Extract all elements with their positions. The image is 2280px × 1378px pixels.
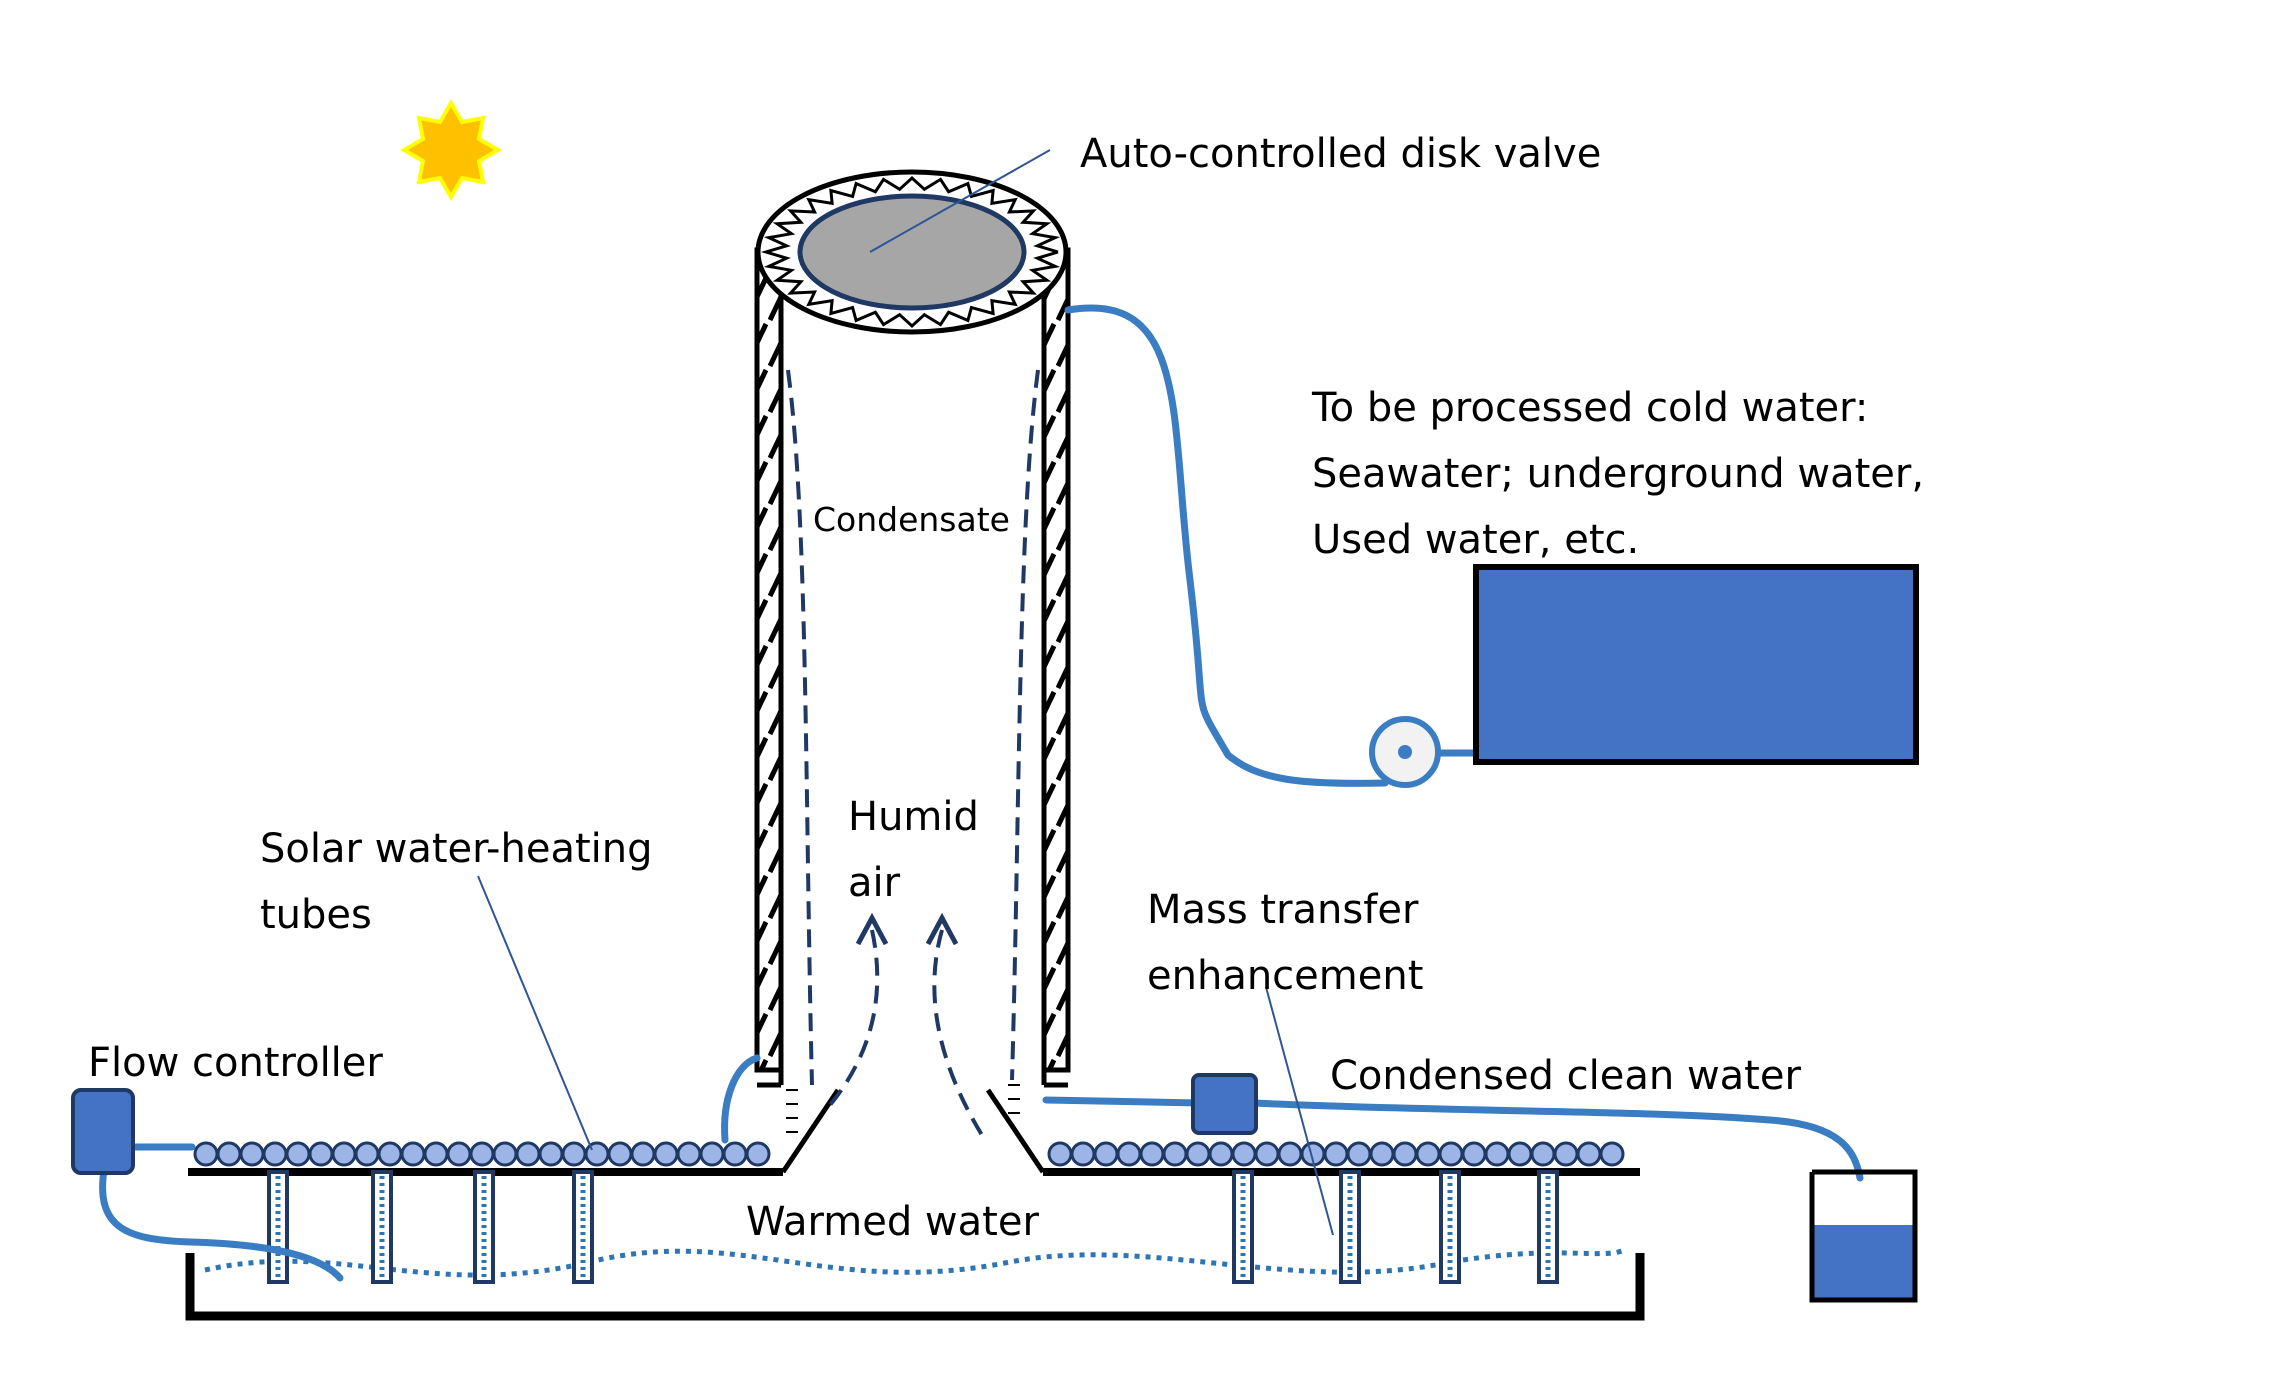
solar-tube: [331, 1141, 357, 1167]
solar-tube: [1576, 1141, 1602, 1167]
funnel-left: [780, 1088, 841, 1174]
solar-tube: [354, 1141, 380, 1167]
cold-water-label-line-2: Seawater; underground water,: [1312, 451, 1925, 497]
tower-left-wall: [754, 247, 784, 1073]
solar-tube: [1116, 1141, 1142, 1167]
disk-valve-label: Auto-controlled disk valve: [1080, 131, 1602, 177]
solar-tube: [607, 1141, 633, 1167]
solar-tube: [699, 1141, 725, 1167]
mass-transfer-label-line-1: Mass transfer: [1147, 887, 1419, 933]
flow-controller-icon[interactable]: [71, 1088, 135, 1175]
solar-tube: [423, 1141, 449, 1167]
solar-tube: [285, 1141, 311, 1167]
solar-tube: [1231, 1141, 1257, 1167]
valve-icon: [755, 169, 1069, 335]
solar-tube: [1346, 1141, 1372, 1167]
mass-transfer-label: Mass transfer enhancement: [1147, 877, 1423, 1009]
solar-tube: [216, 1141, 242, 1167]
mass-transfer-tubes: [267, 1170, 1559, 1284]
cold-water-pipe: [1064, 304, 1389, 787]
solar-tube: [1070, 1141, 1096, 1167]
solar-tube: [1323, 1141, 1349, 1167]
condensate-outlet-pipe: [1042, 1096, 1204, 1107]
condensed-clean-water-label: Condensed clean water: [1330, 1053, 1801, 1099]
tube-to-tower-pipe: [721, 1054, 761, 1144]
sun-icon: [400, 99, 502, 201]
warm-water-basin: [185, 1253, 1645, 1321]
solar-tube: [1162, 1141, 1188, 1167]
solar-tube: [1185, 1141, 1211, 1167]
warmed-water-surface: [204, 1247, 1626, 1278]
cold-water-label: To be processed cold water: Seawater; un…: [1312, 375, 1924, 573]
solar-tube: [722, 1141, 748, 1167]
solar-tube: [446, 1141, 472, 1167]
solar-tube: [538, 1141, 564, 1167]
solar-tube-row-right: [1047, 1141, 1625, 1167]
pump-icon: [1369, 716, 1441, 788]
solar-tube: [193, 1141, 219, 1167]
solar-tube: [561, 1141, 587, 1167]
solar-tube: [1208, 1141, 1234, 1167]
cold-water-label-line-3: Used water, etc.: [1312, 517, 1640, 563]
clean-water-container: [1809, 1169, 1918, 1303]
humid-air-arrowheads: [855, 912, 959, 946]
solar-tube: [1484, 1141, 1510, 1167]
disk-valve-pointer: [869, 149, 1051, 253]
mass-transfer-label-line-2: enhancement: [1147, 953, 1424, 999]
solar-tube: [1093, 1141, 1119, 1167]
solar-tube: [1392, 1141, 1418, 1167]
humid-air-label: Humid air: [848, 784, 979, 916]
condensate-flows: [786, 369, 1040, 1086]
solar-tube: [1507, 1141, 1533, 1167]
solar-tube: [1277, 1141, 1303, 1167]
solar-tube: [239, 1141, 265, 1167]
solar-tube: [1254, 1141, 1280, 1167]
solar-tube: [400, 1141, 426, 1167]
solar-tube: [1553, 1141, 1579, 1167]
humid-air-label-line-2: air: [848, 860, 901, 906]
flow-controller-drain-pipe: [99, 1166, 344, 1282]
funnel-right: [985, 1088, 1046, 1174]
solar-tube: [1438, 1141, 1464, 1167]
solar-tube: [745, 1141, 771, 1167]
solar-tube: [653, 1141, 679, 1167]
solar-tubes-label: Solar water-heating tubes: [260, 816, 653, 948]
solar-tube: [630, 1141, 656, 1167]
clean-water-valve-icon[interactable]: [1191, 1073, 1258, 1135]
cold-water-label-line-1: To be processed cold water:: [1312, 385, 1869, 431]
condensate-label: Condensate: [813, 500, 1010, 539]
solar-tube: [584, 1141, 610, 1167]
solar-tube: [469, 1141, 495, 1167]
solar-tube: [1047, 1141, 1073, 1167]
solar-tube: [1415, 1141, 1441, 1167]
solar-tube-row-left: [193, 1141, 771, 1167]
clean-water-level: [1812, 1225, 1915, 1298]
solar-tubes-label-line-1: Solar water-heating: [260, 826, 653, 872]
solar-tubes-pointer: [477, 875, 593, 1151]
tower-right-wall: [1041, 247, 1071, 1073]
solar-tube: [1139, 1141, 1165, 1167]
humid-air-label-line-1: Humid: [848, 794, 979, 840]
solar-tube: [515, 1141, 541, 1167]
solar-tube: [1599, 1141, 1625, 1167]
condensate-pool-marks: [786, 1084, 1020, 1133]
solar-tube: [308, 1141, 334, 1167]
flow-controller-label: Flow controller: [88, 1040, 383, 1086]
pipes: [99, 304, 1864, 1282]
warmed-water-label: Warmed water: [746, 1199, 1039, 1245]
solar-tube: [262, 1141, 288, 1167]
solar-tube: [676, 1141, 702, 1167]
clean-water-pipe: [1250, 1099, 1864, 1182]
solar-tube: [492, 1141, 518, 1167]
solar-tubes-label-line-2: tubes: [260, 892, 372, 938]
solar-tube: [377, 1141, 403, 1167]
cold-water-tank: [1473, 564, 1919, 765]
solar-tube: [1461, 1141, 1487, 1167]
solar-tube: [1530, 1141, 1556, 1167]
solar-tube: [1369, 1141, 1395, 1167]
mass-transfer-pointer: [1265, 986, 1334, 1236]
humid-air-flows: [828, 929, 987, 1142]
